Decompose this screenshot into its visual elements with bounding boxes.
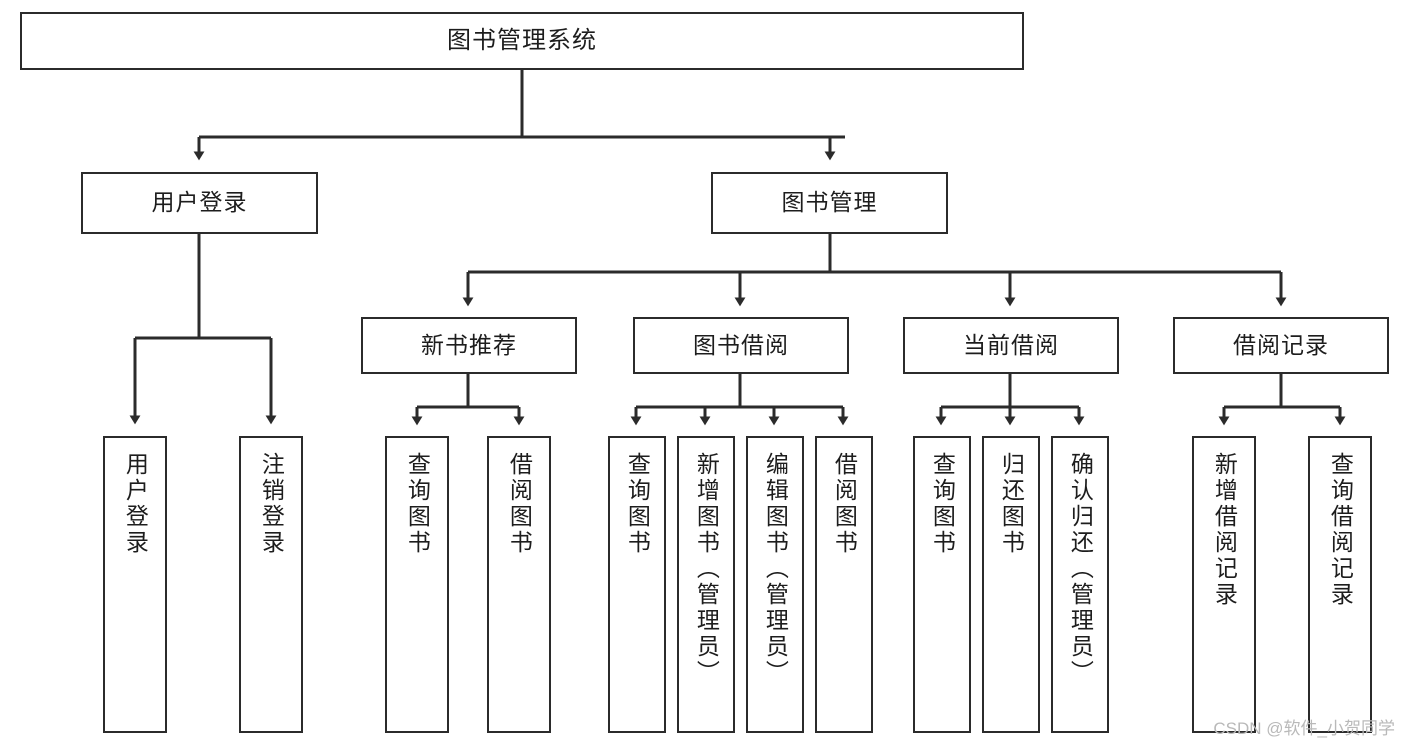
node-user-login[interactable]: 用户登录 [81, 172, 318, 234]
leaf-borrow-book-newbook[interactable]: 借阅图书 [487, 436, 551, 733]
node-label: 图书借阅 [693, 331, 789, 358]
node-label: 借阅图书 [506, 452, 533, 556]
leaf-add-borrow-record[interactable]: 新增借阅记录 [1192, 436, 1256, 733]
node-label: 用户登录 [122, 452, 149, 556]
leaf-query-borrow-record[interactable]: 查询借阅记录 [1308, 436, 1372, 733]
node-label: 用户登录 [151, 189, 248, 216]
node-new-book-recommendation[interactable]: 新书推荐 [361, 317, 577, 374]
node-label: 当前借阅 [963, 331, 1059, 358]
node-label: 注销登录 [258, 452, 285, 556]
leaf-return-book[interactable]: 归还图书 [982, 436, 1040, 733]
leaf-edit-book-admin[interactable]: 编辑图书（管理员） [746, 436, 804, 733]
leaf-user-login[interactable]: 用户登录 [103, 436, 167, 733]
leaf-query-book-current[interactable]: 查询图书 [913, 436, 971, 733]
node-label: 查询图书 [404, 452, 431, 556]
node-label: 新增借阅记录 [1211, 452, 1238, 608]
node-label: 归还图书 [998, 452, 1025, 556]
node-root-book-management-system[interactable]: 图书管理系统 [20, 12, 1024, 70]
node-label: 借阅图书 [831, 452, 858, 556]
node-label: 查询图书 [929, 452, 956, 556]
leaf-add-book-admin[interactable]: 新增图书（管理员） [677, 436, 735, 733]
node-label: 确认归还（管理员） [1067, 452, 1094, 686]
node-label: 编辑图书（管理员） [762, 452, 789, 686]
leaf-borrow-book[interactable]: 借阅图书 [815, 436, 873, 733]
node-label: 新增图书（管理员） [693, 452, 720, 686]
node-label: 借阅记录 [1233, 331, 1329, 358]
node-label: 图书管理 [781, 189, 878, 216]
leaf-logout[interactable]: 注销登录 [239, 436, 303, 733]
leaf-query-book-borrow[interactable]: 查询图书 [608, 436, 666, 733]
node-label: 查询借阅记录 [1327, 452, 1354, 608]
leaf-confirm-return-admin[interactable]: 确认归还（管理员） [1051, 436, 1109, 733]
node-book-management[interactable]: 图书管理 [711, 172, 948, 234]
node-label: 查询图书 [624, 452, 651, 556]
node-label: 图书管理系统 [447, 26, 597, 54]
watermark-text: CSDN @软件_小贺同学 [1213, 719, 1395, 738]
node-current-borrowing[interactable]: 当前借阅 [903, 317, 1119, 374]
leaf-query-book-newbook[interactable]: 查询图书 [385, 436, 449, 733]
node-book-borrowing[interactable]: 图书借阅 [633, 317, 849, 374]
node-borrowing-record[interactable]: 借阅记录 [1173, 317, 1389, 374]
node-label: 新书推荐 [421, 331, 517, 358]
